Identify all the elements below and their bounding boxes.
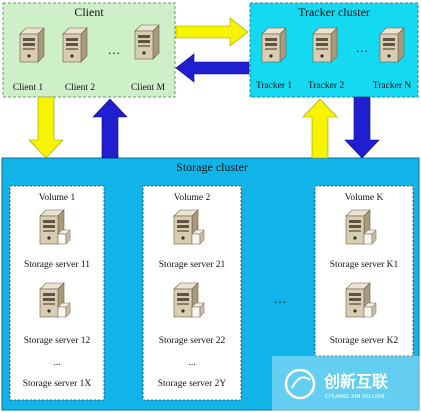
client-title: Client: [74, 5, 104, 19]
logo-icon: [284, 368, 316, 400]
logo-swoosh-icon: [291, 376, 311, 389]
storage-title: Storage cluster: [176, 160, 248, 174]
client-to-storage-arrow: [28, 96, 64, 159]
storage-server-22-label: Storage server 22: [159, 336, 226, 346]
tracker-to-client-arrow: [175, 53, 250, 83]
storage-server-21-label: Storage server 21: [159, 260, 226, 270]
tracker-to-storage-arrow: [344, 96, 380, 159]
storage-ellipsis: …: [274, 291, 287, 306]
server-icon: [134, 24, 160, 60]
storage-server-1x-label: Storage server 1X: [23, 379, 92, 389]
client-2-label: Client 2: [65, 83, 96, 93]
disk-icon: [191, 229, 205, 245]
disk-icon: [57, 302, 71, 318]
client-1-label: Client 1: [13, 83, 44, 93]
volume-k-title: Volume K: [345, 193, 384, 203]
volume-2: Volume 2 Storage server 21 Storage serve…: [142, 185, 242, 401]
disk-icon: [363, 229, 377, 245]
server-icon: [62, 27, 88, 63]
storage-to-tracker-arrow: [302, 98, 338, 159]
volume-2-title: Volume 2: [174, 193, 211, 203]
storage-to-client-arrow: [92, 98, 128, 159]
tracker-title: Tracker cluster: [298, 5, 370, 19]
disk-icon: [363, 302, 377, 318]
storage-server-12-label: Storage server 12: [24, 336, 91, 346]
server-icon: [19, 27, 45, 63]
volume-1-more: ...: [53, 358, 60, 368]
storage-server-k1-label: Storage server K1: [330, 260, 399, 270]
volume-2-more: ...: [188, 358, 195, 368]
storage-server-2y-label: Storage server 2Y: [158, 379, 227, 389]
volume-k: Volume K Storage server K1 Storage serve…: [314, 185, 414, 357]
storage-server-k2-label: Storage server K2: [330, 336, 399, 346]
server-icon: [312, 27, 338, 63]
tracker-group: Tracker cluster … Tracker 1 Tracker 2 Tr…: [249, 2, 419, 98]
storage-server-11-label: Storage server 11: [24, 260, 90, 270]
tracker-ellipsis: …: [356, 40, 369, 55]
watermark-logo-text: 创新互联: [323, 372, 388, 391]
watermark-logo-sub: CHUANG XIN HU LIAN: [325, 394, 385, 400]
volume-1-title: Volume 1: [39, 193, 76, 203]
tracker-n-label: Tracker N: [373, 81, 412, 91]
client-group: Client … Client 1 Client 2 Client M: [2, 2, 176, 98]
watermark-backdrop: [272, 356, 421, 412]
volume-1: Volume 1 Storage server 11 Storage serve…: [9, 185, 105, 401]
disk-icon: [57, 229, 71, 245]
tracker-2-label: Tracker 2: [308, 81, 345, 91]
server-icon: [261, 27, 287, 63]
tracker-1-label: Tracker 1: [256, 81, 293, 91]
disk-icon: [191, 302, 205, 318]
client-ellipsis: …: [108, 42, 121, 57]
client-m-label: Client M: [131, 83, 166, 93]
watermark: 创新互联 CHUANG XIN HU LIAN: [272, 356, 421, 412]
client-to-tracker-arrow: [175, 17, 249, 47]
server-icon: [379, 27, 405, 63]
